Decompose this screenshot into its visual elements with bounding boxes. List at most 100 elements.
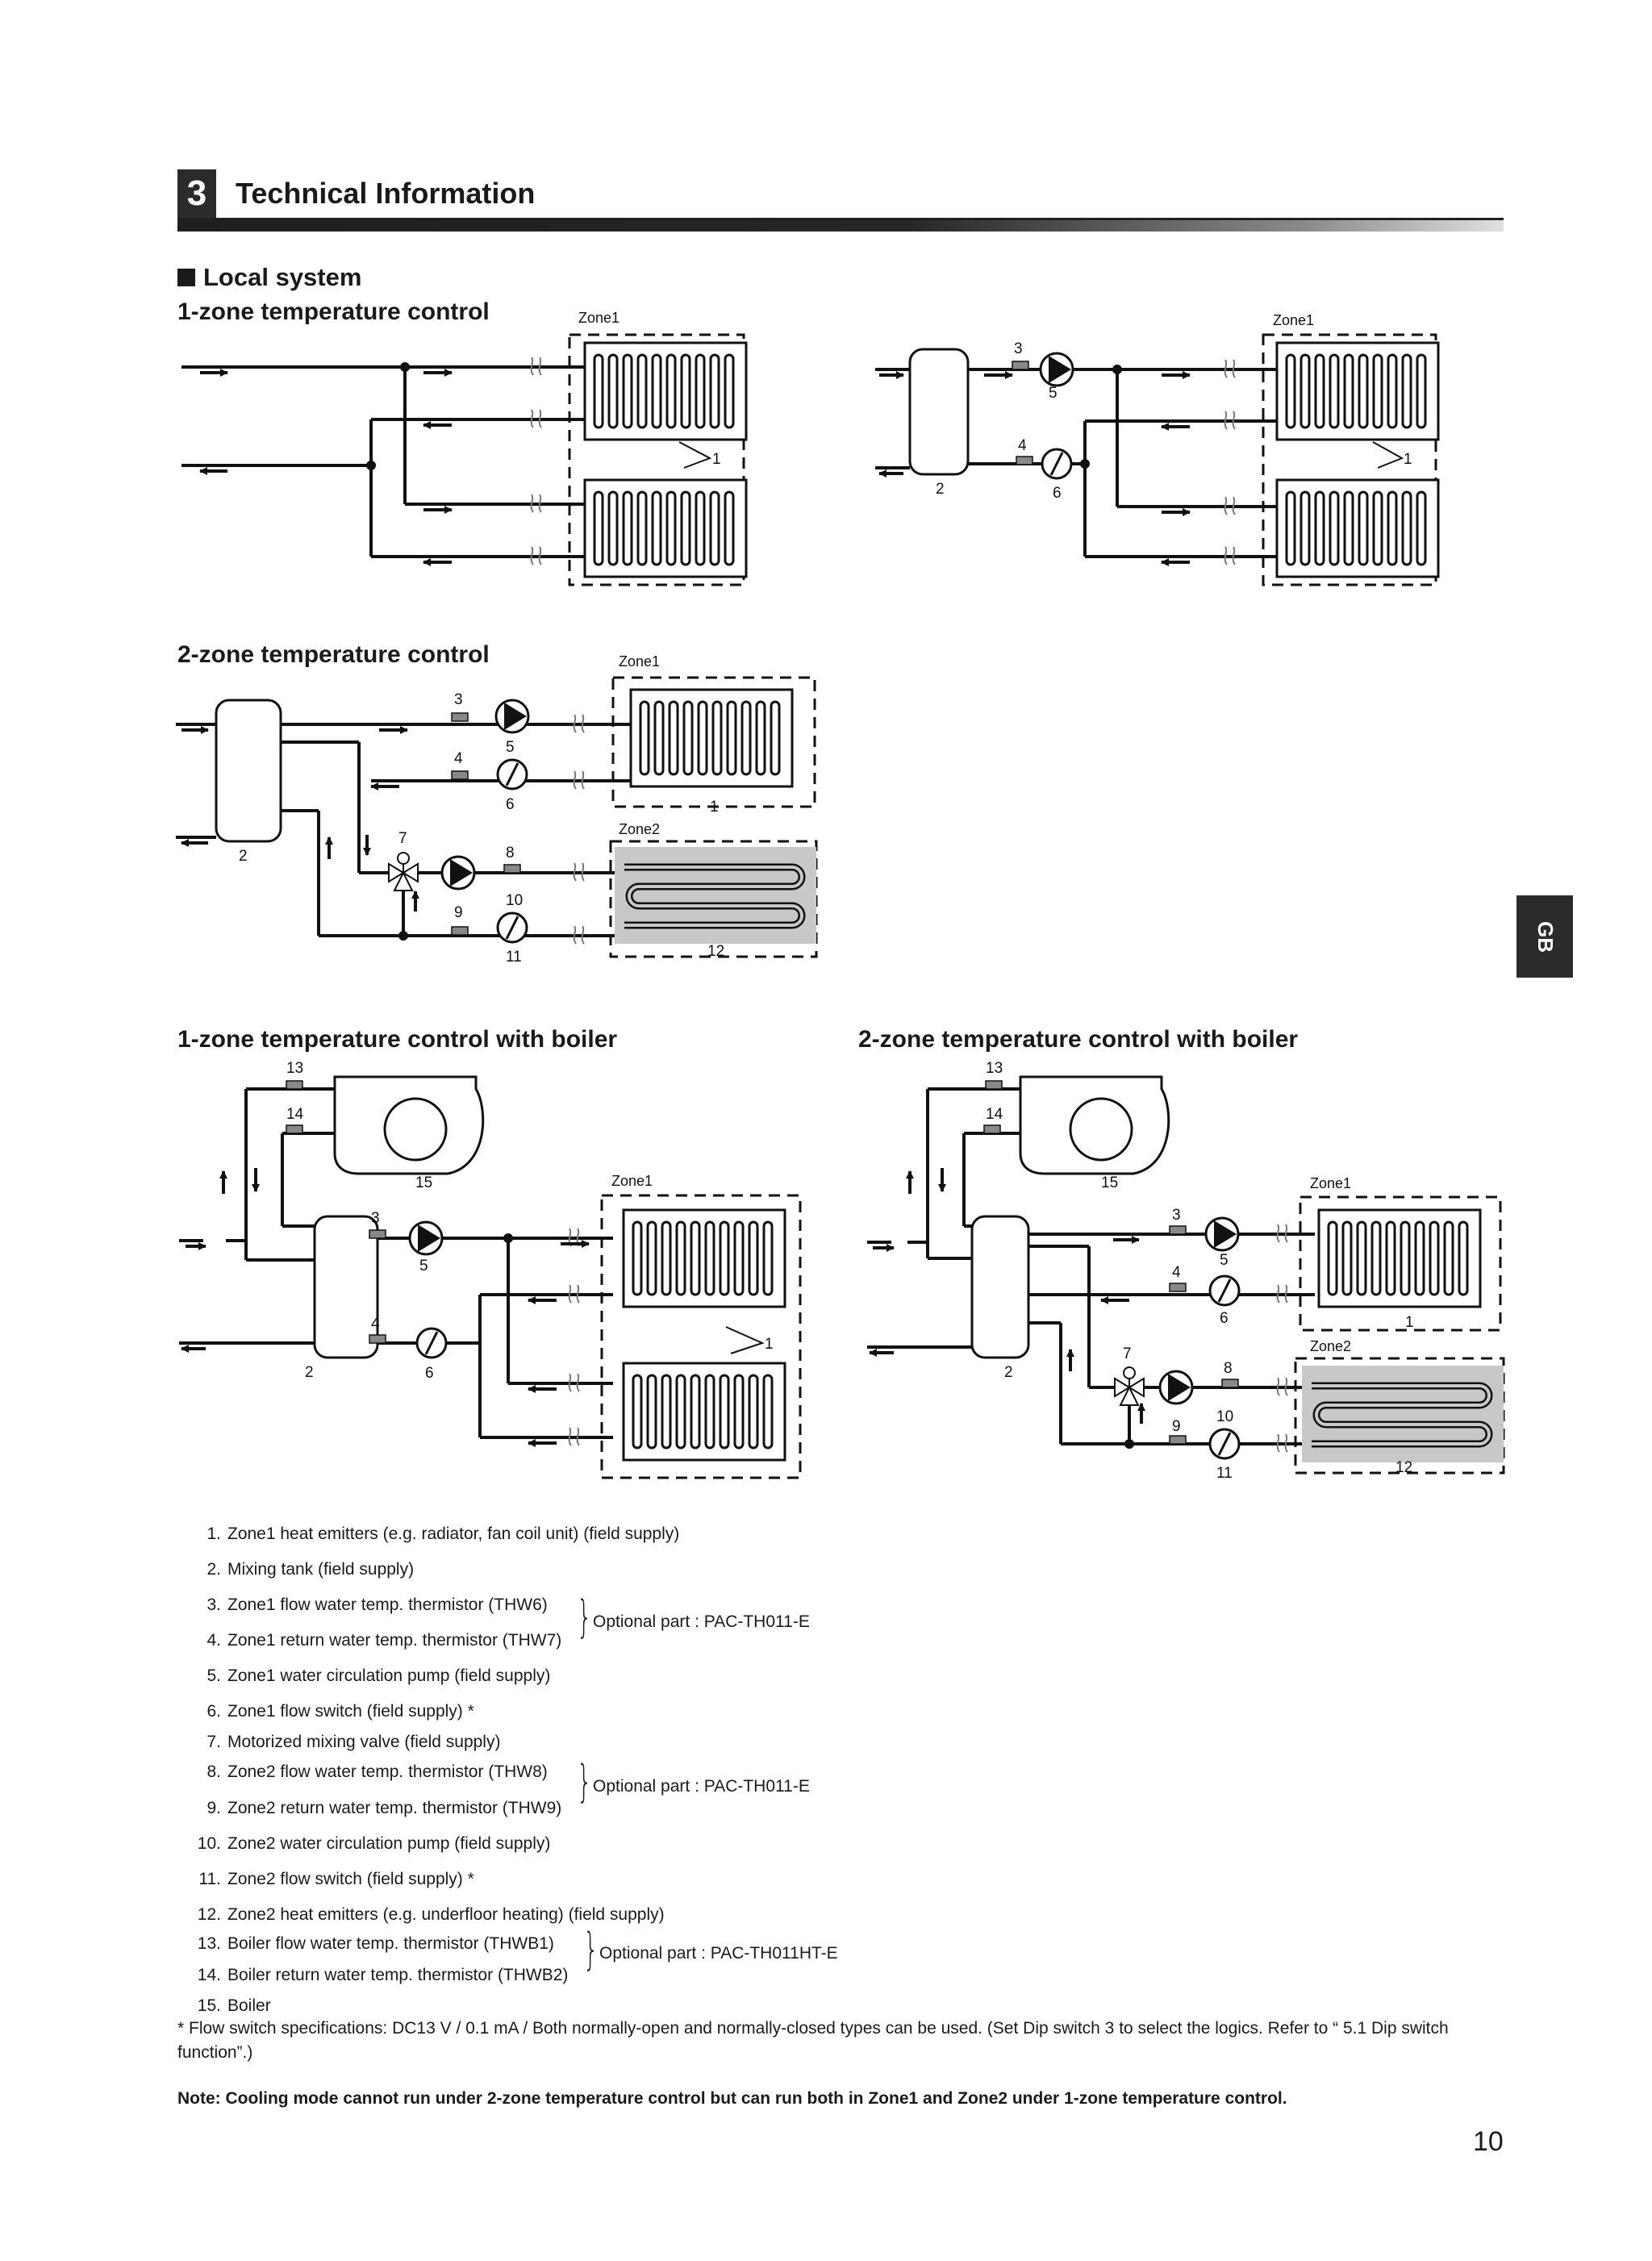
svg-text:5: 5 [419,1258,428,1274]
svg-text:4: 4 [371,1316,380,1333]
d3-mixing-valve [388,852,419,891]
d4-therm-13 [286,1080,303,1090]
d4-title: 1-zone temperature control with boiler [177,1026,618,1053]
svg-text:13: 13 [986,1060,1003,1077]
svg-text:2: 2 [1004,1364,1013,1381]
page-number: 10 [1473,2126,1504,2157]
d5-zone1-box [1299,1195,1502,1332]
d5-mixing-valve [1114,1366,1145,1406]
d5-therm-4 [1169,1283,1187,1292]
square-bullet-icon [177,269,195,286]
legend-item: 1.Zone1 heat emitters (e.g. radiator, fa… [206,1525,680,1543]
optional-part-c: Optional part : PAC-TH011HT-E [599,1944,838,1963]
d4-flowswitch [415,1327,448,1359]
legend-item: 7.Motorized mixing valve (field supply) [206,1733,501,1751]
svg-text:12: 12 [1395,1459,1412,1476]
legend-item: 13.Boiler flow water temp. thermistor (T… [197,1934,554,1953]
optional-part-b: Optional part : PAC-TH011-E [593,1777,810,1796]
d2-therm-4 [1016,456,1033,465]
d5-therm-14 [983,1124,1001,1134]
svg-text:4: 4 [1172,1264,1181,1281]
d5-radiator [1317,1208,1482,1308]
svg-text:14: 14 [286,1106,304,1123]
legend-item: 2.Mixing tank (field supply) [206,1560,415,1579]
svg-text:8: 8 [1224,1360,1233,1377]
svg-text:2: 2 [239,848,248,865]
d3-underfloor [615,847,816,944]
svg-text:11: 11 [506,949,522,966]
d4-therm-4 [369,1334,386,1344]
legend-item: 5.Zone1 water circulation pump (field su… [206,1667,551,1685]
d3-zone1-box [611,676,816,808]
legend-item: 15.Boiler [197,1996,271,2015]
d3-flowswitch-zone1 [496,758,528,791]
d2-radiator-bottom [1275,478,1440,578]
svg-text:15: 15 [1101,1174,1118,1191]
svg-text:5: 5 [1049,385,1058,402]
d5-flowswitch-zone1 [1208,1274,1241,1307]
d5-flowswitch-zone2 [1208,1428,1241,1460]
svg-text:6: 6 [425,1365,434,1382]
d3-therm-4 [451,770,469,780]
d4-pump [408,1220,444,1256]
page-title: Technical Information [236,177,536,210]
d4-therm-3 [369,1229,386,1239]
d1-radiator-bottom [583,478,748,578]
svg-text:7: 7 [1123,1345,1132,1362]
d5-therm-3 [1169,1225,1187,1235]
d3-pump-zone2 [440,855,476,891]
brace-icon: } [577,1756,592,1807]
d4-tank [313,1215,379,1359]
svg-text:2: 2 [305,1364,314,1381]
d3-therm-8 [503,864,521,874]
svg-text:5: 5 [506,739,515,756]
d3-pump-zone1 [494,699,530,734]
svg-text:13: 13 [286,1060,303,1077]
d5-pump-zone1 [1204,1216,1240,1252]
header-rule-thin [177,218,1504,220]
d4-radiator-bottom [622,1362,786,1462]
note: Note: Cooling mode cannot run under 2-zo… [177,2089,1287,2108]
d5-title: 2-zone temperature control with boiler [858,1026,1299,1053]
svg-text:2: 2 [936,481,945,498]
d3-zone1-label: Zone1 [619,653,660,670]
footnote: * Flow switch specifications: DC13 V / 0… [177,2019,1449,2062]
svg-text:4: 4 [1018,437,1027,454]
d5-boiler [1019,1075,1170,1175]
d2-flowswitch [1041,448,1073,480]
svg-text:9: 9 [1172,1418,1181,1435]
d3-therm-3 [451,712,469,722]
d2-zone1-box [1262,333,1437,586]
legend-item: 10.Zone2 water circulation pump (field s… [197,1834,551,1853]
svg-text:3: 3 [454,691,463,708]
d4-zone1-label: Zone1 [611,1173,653,1189]
d3-therm-9 [451,926,469,936]
svg-text:3: 3 [1014,340,1023,357]
d4-zone1-box [600,1194,802,1479]
brace-icon: } [577,1591,592,1642]
legend-item: 3.Zone1 flow water temp. thermistor (THW… [206,1596,548,1614]
d1-zone1-label: Zone1 [578,310,620,326]
d3-tank [215,699,282,843]
d2-therm-3 [1012,361,1029,370]
svg-text:1: 1 [712,451,721,468]
svg-text:7: 7 [398,830,407,847]
d1-radiator-top [583,341,748,441]
svg-text:15: 15 [415,1174,432,1191]
header-rule [177,220,1504,232]
legend-item: 9.Zone2 return water temp. thermistor (T… [206,1799,562,1817]
svg-text:3: 3 [371,1210,380,1227]
d5-zone2-label: Zone2 [1310,1338,1351,1354]
svg-text:6: 6 [506,796,515,813]
svg-text:6: 6 [1220,1310,1229,1327]
d4-radiator-top [622,1208,786,1308]
svg-text:4: 4 [454,750,463,767]
language-tab: GB [1516,895,1573,978]
svg-text:8: 8 [506,845,515,861]
svg-text:1: 1 [765,1336,774,1353]
svg-text:10: 10 [1216,1408,1233,1425]
svg-text:12: 12 [707,943,724,960]
legend-item: 4.Zone1 return water temp. thermistor (T… [206,1631,562,1650]
d4-boiler [333,1075,485,1175]
d3-zone2-label: Zone2 [619,821,660,837]
